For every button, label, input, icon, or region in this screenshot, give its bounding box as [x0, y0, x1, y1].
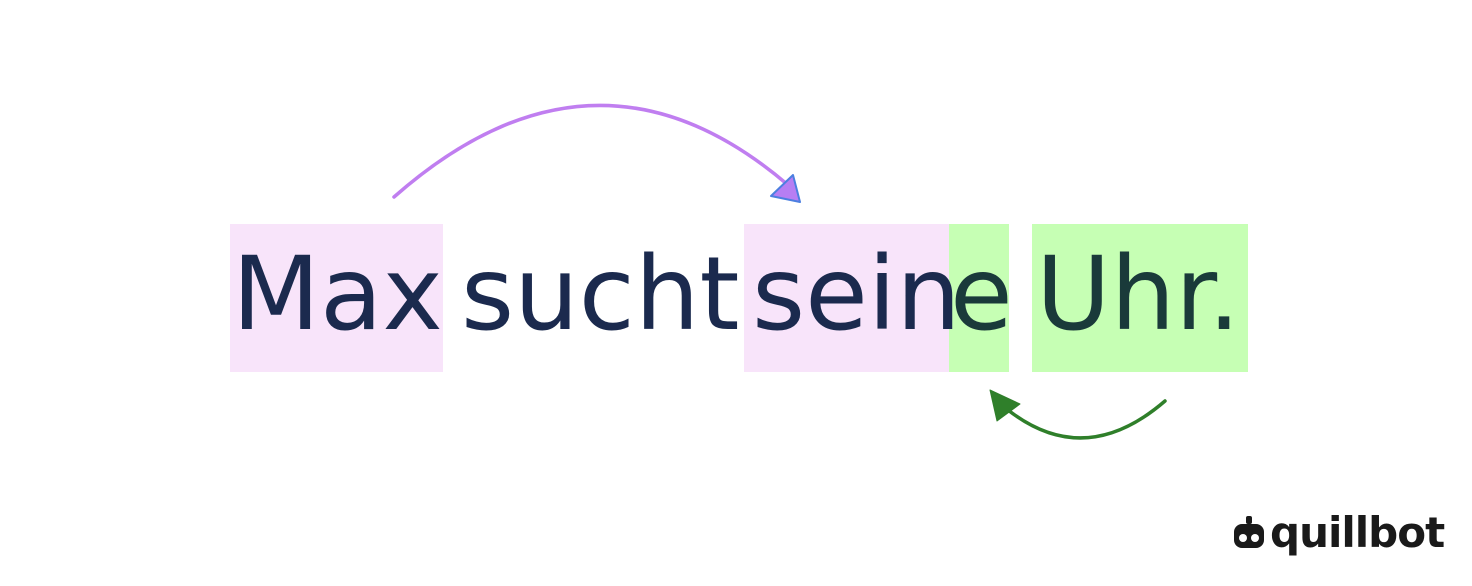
word-sein: sein: [752, 235, 961, 354]
word-max: Max: [232, 235, 443, 354]
word-sucht: sucht: [461, 235, 740, 354]
highlight-max: [230, 224, 443, 372]
green-arrowhead: [989, 389, 1021, 422]
quillbot-robot-icon: [1234, 516, 1264, 548]
word-uhr: Uhr.: [1036, 235, 1241, 354]
green-arrow-curve: [1006, 399, 1167, 440]
quillbot-logo: quillbot: [1232, 507, 1445, 557]
word-ending-e: e: [950, 235, 1013, 354]
purple-arrow-curve: [392, 103, 790, 199]
highlight-uhr: [1032, 224, 1248, 372]
highlight-sein: [744, 224, 949, 372]
purple-arrowhead: [770, 174, 801, 203]
logo-wordmark: quillbot: [1270, 507, 1445, 557]
highlight-ending-e: [949, 224, 1009, 372]
